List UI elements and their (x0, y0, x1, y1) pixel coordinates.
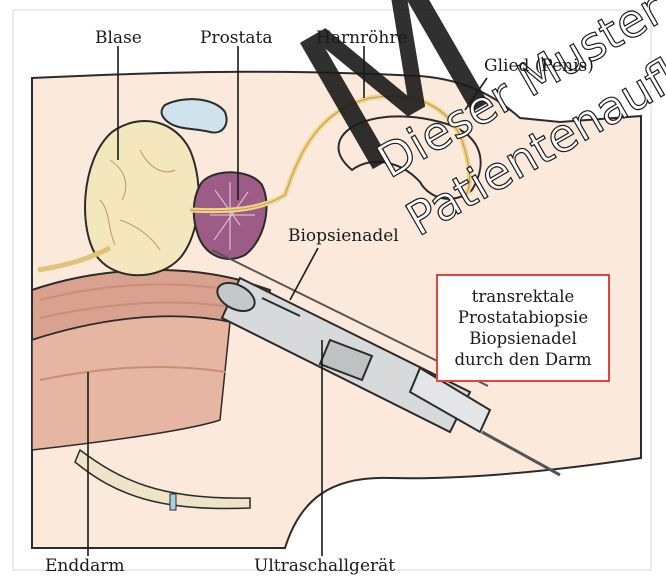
label-enddarm: Enddarm (45, 556, 125, 576)
label-glied: Glied (Penis) (484, 56, 594, 76)
label-harnroehre: Harnröhre (316, 28, 408, 48)
label-prostata: Prostata (200, 28, 272, 48)
callout-line-1: transrektale (472, 286, 575, 307)
callout-line-2: Prostatabiopsie (458, 307, 588, 328)
callout-line-4: durch den Darm (455, 349, 592, 370)
label-blase: Blase (95, 28, 142, 48)
callout-line-3: Biopsienadel (469, 328, 576, 349)
sphincter-marker (170, 494, 176, 510)
callout-box: transrektale Prostatabiopsie Biopsienade… (436, 274, 610, 382)
label-ultraschallgeraet: Ultraschallgerät (254, 556, 395, 576)
label-biopsienadel: Biopsienadel (288, 226, 399, 246)
